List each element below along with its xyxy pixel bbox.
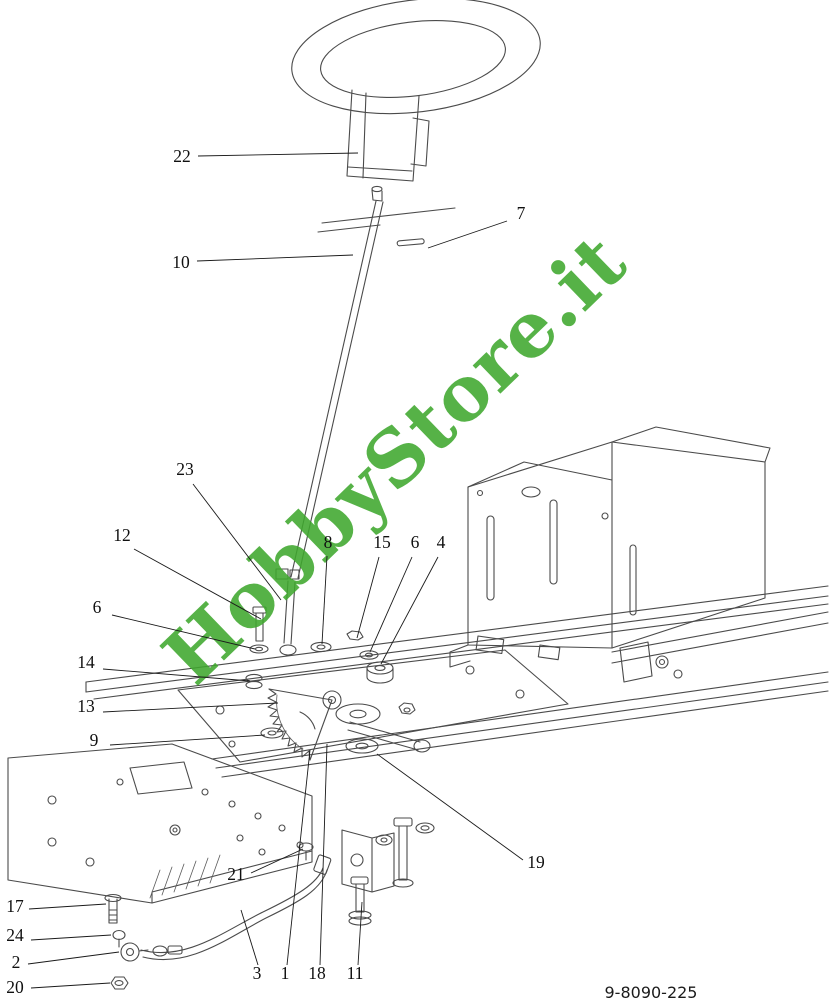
callout-label-6-7: 6 [411, 532, 420, 552]
callout-label-15-6: 15 [373, 532, 391, 552]
callout-label-4-8: 4 [437, 532, 446, 552]
callout-leader-19-22 [376, 753, 524, 861]
steering-hub-parts [335, 702, 431, 754]
bolt-shank [255, 612, 264, 642]
tie-rod-end-parts [104, 893, 149, 990]
sector-gear [260, 688, 342, 761]
callout-leader-18-20 [319, 743, 328, 966]
callout-label-14-10: 14 [77, 652, 95, 672]
watermark: HobbyStore.it [146, 217, 643, 702]
mid-frame-brackets [475, 635, 683, 683]
callout-leader-3-18 [240, 909, 259, 966]
steering-shaft [290, 185, 456, 579]
callout-leader-14-10 [102, 668, 251, 682]
ball-joint-24 [112, 929, 126, 941]
callout-leader-23-3 [192, 483, 282, 601]
callout-label-21-13: 21 [227, 864, 245, 884]
hex-nut [346, 630, 364, 641]
callout-label-24-15: 24 [6, 925, 24, 945]
callout-label-6-9: 6 [93, 597, 102, 617]
callout-label-17-14: 17 [6, 896, 24, 916]
lower-bracket-and-bolts [298, 817, 435, 926]
steering-wheel [291, 0, 541, 115]
callout-leader-15-6 [356, 556, 380, 639]
callout-label-20-17: 20 [6, 977, 24, 997]
callout-leader-6-7 [369, 556, 413, 653]
callout-leader-6-9 [111, 614, 256, 650]
callout-leader-24-15 [30, 934, 112, 941]
callout-label-22-0: 22 [173, 146, 191, 166]
callout-label-2-16: 2 [12, 952, 21, 972]
bolt-head [350, 876, 369, 885]
callout-label-1-19: 1 [281, 963, 290, 983]
shaft-coupler [275, 568, 300, 656]
callout-label-12-4: 12 [113, 525, 131, 545]
callout-leader-22-0 [197, 152, 359, 157]
callout-leader-12-4 [133, 548, 262, 620]
drag-link [140, 854, 332, 961]
callout-label-11-21: 11 [347, 963, 364, 983]
nut-20 [110, 976, 129, 990]
callout-leader-11-21 [357, 901, 363, 966]
callout-label-18-20: 18 [308, 963, 326, 983]
callout-leader-21-13 [250, 848, 304, 874]
callout-leader-13-11 [102, 702, 279, 713]
left-frame-plate [7, 743, 313, 904]
callout-leader-2-16 [27, 951, 120, 965]
callout-label-9-12: 9 [90, 730, 99, 750]
callout-leader-8-5 [321, 555, 328, 645]
clevis-pin [396, 238, 425, 247]
callout-label-8-5: 8 [324, 532, 333, 552]
callout-label-13-11: 13 [77, 696, 95, 716]
callout-leader-17-14 [28, 903, 107, 910]
callout-label-10-2: 10 [172, 252, 190, 272]
callout-label-19-22: 19 [527, 852, 545, 872]
callout-label-7-1: 7 [517, 203, 526, 223]
callout-leader-7-1 [427, 220, 508, 249]
bolt-17-head [104, 893, 122, 903]
plate-hatching [149, 854, 221, 899]
callout-leader-20-17 [30, 982, 111, 989]
sector-washer [260, 727, 284, 739]
steering-column [346, 89, 430, 182]
part-number: 9-8090-225 [605, 983, 698, 1000]
rod-end-2 [120, 942, 140, 962]
callout-leader-9-12 [109, 734, 266, 746]
callout-leader-1-19 [286, 749, 311, 966]
callout-label-3-18: 3 [253, 963, 262, 983]
hex-nut [398, 702, 416, 715]
console-box [449, 426, 771, 668]
callout-label-23-3: 23 [176, 459, 194, 479]
callout-leader-10-2 [196, 254, 354, 262]
callout-leader-4-8 [380, 556, 439, 665]
